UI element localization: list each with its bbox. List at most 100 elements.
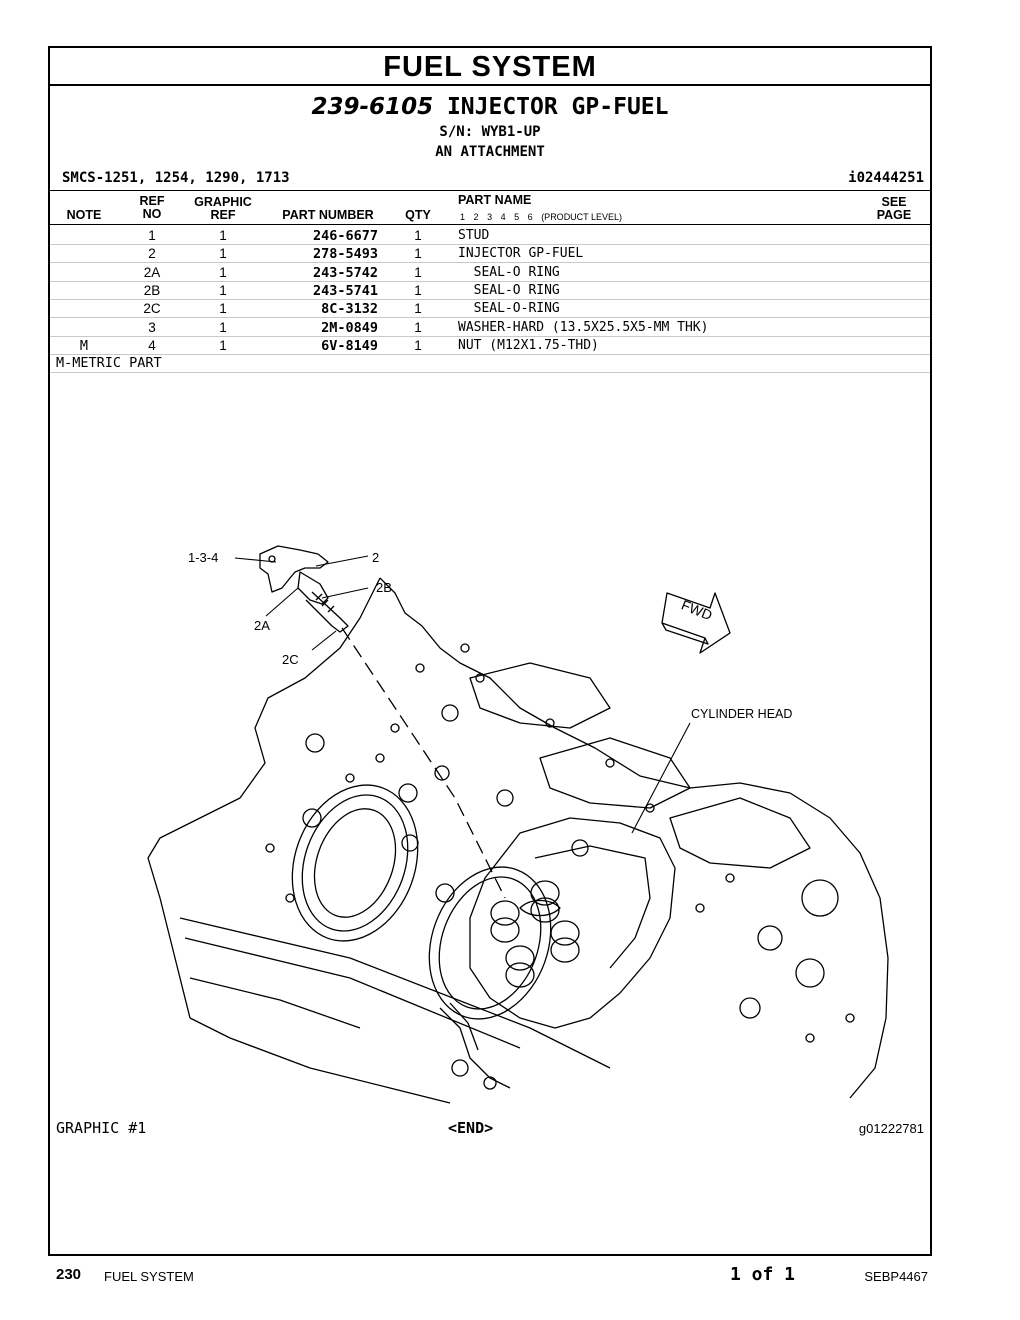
- table-row: 2B 1 243-5741 1 SEAL-O RING: [50, 282, 930, 300]
- cell-part-name: SEAL-O RING: [458, 264, 560, 280]
- fwd-arrow: [661, 592, 731, 654]
- cell-ref-no: 2: [148, 246, 156, 262]
- group-number: 239-6105: [311, 94, 434, 120]
- cylinder-bore-left: [291, 784, 419, 942]
- cell-part-name: WASHER-HARD (13.5X25.5X5-MM THK): [458, 319, 709, 335]
- product-level-indicators: 1 2 3 4 5 6 (PRODUCT LEVEL): [460, 212, 622, 222]
- cell-qty: 1: [414, 337, 422, 353]
- callout-2a: 2A: [254, 618, 270, 633]
- cell-part-number: 243-5742: [312, 264, 378, 281]
- cell-graphic-ref: 1: [219, 282, 227, 298]
- page-frame: FUEL SYSTEM 239-6105 INJECTOR GP-FUEL S/…: [48, 46, 932, 1256]
- cell-part-number: 8C-3132: [321, 301, 378, 318]
- graphic-label: GRAPHIC #1: [56, 1119, 147, 1137]
- level-6: 6: [527, 212, 533, 222]
- cell-graphic-ref: 1: [219, 301, 227, 317]
- cell-part-name: SEAL-O RING: [458, 282, 560, 298]
- level-3: 3: [487, 212, 493, 222]
- cylinder-bore-center: [428, 866, 552, 1020]
- exploded-parts-drawing: 1-3-4 2 2B 2A 2C FWD CYLINDER HEAD: [147, 545, 889, 1104]
- cell-graphic-ref: 1: [219, 228, 227, 243]
- bolt-holes: [265, 643, 855, 1043]
- group-name: INJECTOR GP-FUEL: [446, 94, 669, 120]
- footer-section-name: FUEL SYSTEM: [104, 1269, 194, 1284]
- level-2: 2: [473, 212, 479, 222]
- section-title: FUEL SYSTEM: [383, 51, 597, 83]
- cell-qty: 1: [414, 301, 422, 317]
- cell-part-number: 6V-8149: [321, 337, 378, 354]
- injector-installation-path: [341, 627, 506, 899]
- cell-graphic-ref: 1: [219, 319, 227, 335]
- level-4: 4: [500, 212, 506, 222]
- cell-part-number: 243-5741: [312, 282, 378, 299]
- cell-note: M: [79, 337, 89, 354]
- cell-graphic-ref: 1: [219, 337, 227, 353]
- cell-qty: 1: [414, 319, 422, 335]
- col-header-graphic-ref-text: GRAPHIC REF: [194, 195, 252, 222]
- cell-qty: 1: [414, 282, 422, 298]
- cell-ref-no: 2A: [143, 264, 161, 280]
- serial-number: S/N: WYB1-UP: [439, 124, 541, 140]
- metric-footnote: M-METRIC PART: [56, 355, 162, 371]
- page-number: 230: [56, 1266, 82, 1283]
- fwd-label: FWD: [679, 597, 715, 624]
- table-row: M 4 1 6V-8149 1 NUT (M12X1.75-THD): [50, 337, 930, 355]
- level-5: 5: [514, 212, 520, 222]
- attachment-label: AN ATTACHMENT: [435, 144, 545, 160]
- fuel-line-assembly: [439, 1002, 511, 1090]
- graphic-id: g01222781: [858, 1121, 924, 1136]
- cell-ref-no: 2C: [143, 301, 161, 317]
- col-header-qty: QTY: [405, 208, 431, 222]
- cell-graphic-ref: 1: [219, 264, 227, 280]
- table-row: 3 1 2M-0849 1 WASHER-HARD (13.5X25.5X5-MM TH…: [50, 319, 930, 337]
- level-1: 1: [460, 212, 466, 222]
- col-header-ref-no: REF NO: [132, 195, 172, 221]
- col-header-ref-no-text: REF NO: [139, 194, 165, 221]
- col-header-part-number: PART NUMBER: [282, 208, 374, 222]
- section-title-bar: FUEL SYSTEM: [50, 48, 930, 86]
- col-header-see-page: SEE PAGE: [874, 196, 914, 222]
- publication-number: SEBP4467: [864, 1269, 928, 1284]
- product-level-label: (PRODUCT LEVEL): [541, 212, 623, 222]
- callout-2: 2: [372, 550, 379, 565]
- col-header-note: NOTE: [66, 208, 102, 222]
- cell-qty: 1: [414, 228, 422, 243]
- cell-part-name: SEAL-O-RING: [458, 301, 560, 317]
- callout-1-3-4: 1-3-4: [188, 550, 218, 565]
- leader-lines: [234, 555, 691, 834]
- footnote-rule: [50, 372, 930, 373]
- end-marker: <END>: [448, 1119, 494, 1137]
- cell-graphic-ref: 1: [219, 246, 227, 262]
- header-bottom-rule: [50, 224, 930, 225]
- valve-springs: [490, 880, 580, 988]
- group-title: 239-6105 INJECTOR GP-FUEL: [50, 94, 930, 120]
- cylinder-head-outline: [469, 817, 676, 1029]
- col-header-see-page-text: SEE PAGE: [876, 195, 912, 222]
- cell-ref-no: 3: [148, 319, 156, 335]
- cell-part-name: INJECTOR GP-FUEL: [458, 246, 584, 262]
- col-header-graphic-ref: GRAPHIC REF: [188, 196, 258, 222]
- cell-ref-no: 1: [148, 228, 156, 243]
- header-rule: [50, 190, 930, 191]
- illustration-id: i02444251: [848, 170, 924, 186]
- cell-part-name: NUT (M12X1.75-THD): [458, 337, 599, 353]
- cell-part-name: STUD: [458, 228, 490, 243]
- cell-qty: 1: [414, 246, 422, 262]
- bore-web-right: [469, 662, 811, 869]
- cell-ref-no: 2B: [143, 282, 161, 298]
- callout-2c: 2C: [282, 652, 299, 667]
- cell-part-number: 2M-0849: [321, 319, 378, 336]
- table-row: 2C 1 8C-3132 1 SEAL-O-RING: [50, 300, 930, 319]
- callout-cylinder-head: CYLINDER HEAD: [691, 707, 792, 721]
- fuel-injector: [259, 545, 349, 633]
- cell-part-number: 278-5493: [312, 246, 378, 263]
- col-header-part-name: PART NAME: [458, 193, 532, 207]
- cell-part-number: 246-6677: [312, 228, 378, 244]
- cell-ref-no: 4: [148, 337, 156, 353]
- page-count: 1 of 1: [730, 1264, 796, 1285]
- smcs-codes: SMCS-1251, 1254, 1290, 1713: [62, 170, 290, 186]
- table-row: 1 1 246-6677 1 STUD: [50, 227, 930, 245]
- cell-qty: 1: [414, 264, 422, 280]
- cylinder-block-outline: [147, 577, 889, 1104]
- table-row: 2 1 278-5493 1 INJECTOR GP-FUEL: [50, 245, 930, 264]
